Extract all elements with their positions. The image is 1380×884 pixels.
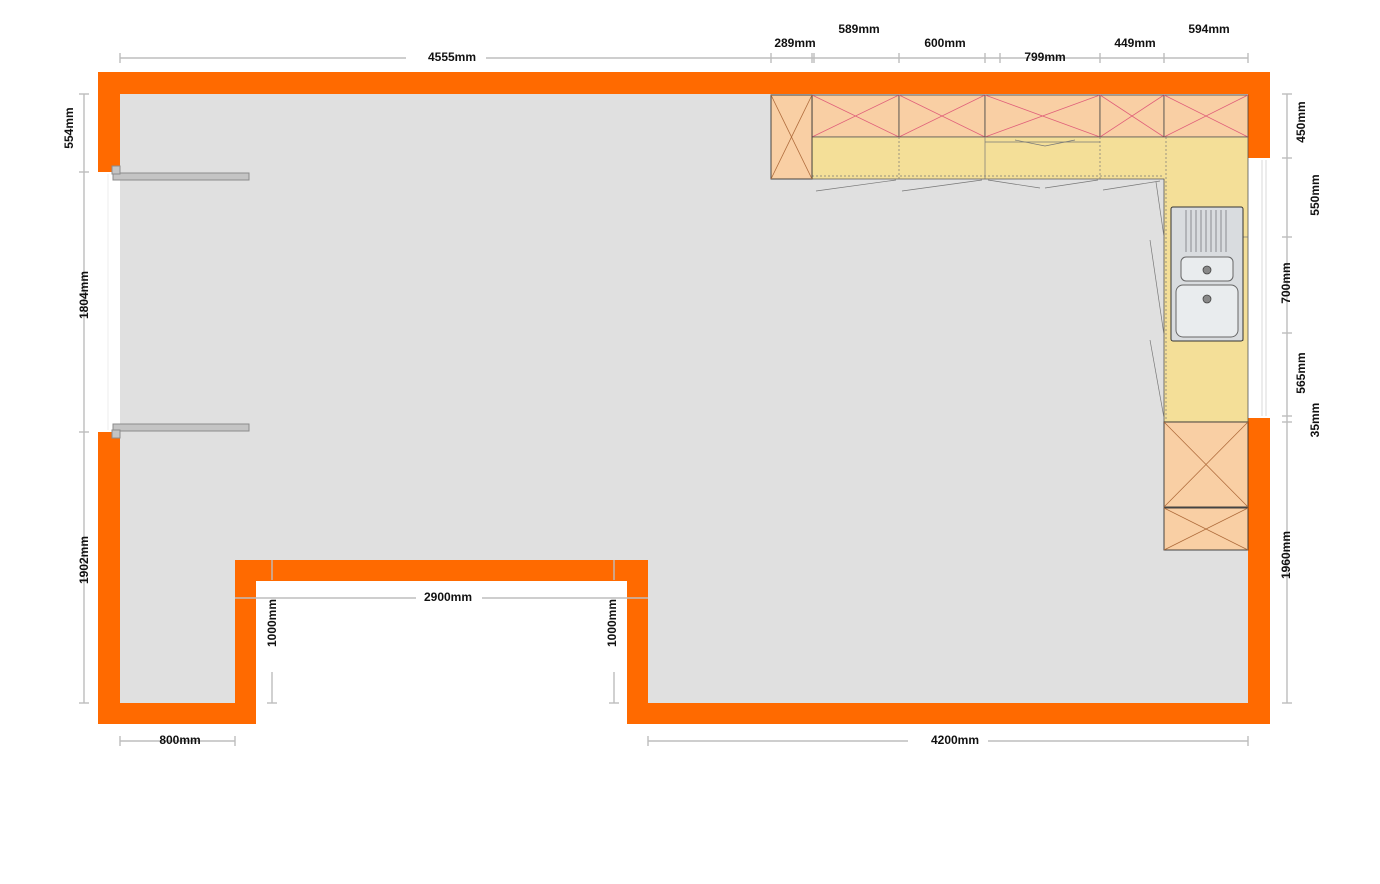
label-left-554: 554mm (62, 107, 76, 148)
dim-bottom-right (647, 736, 1249, 746)
label-left-1804: 1804mm (77, 271, 91, 319)
left-door-opening (98, 172, 120, 432)
double-sink-with-drainer-icon[interactable] (1170, 206, 1244, 342)
door-hinge-bottom (111, 429, 121, 439)
dim-top-overall (119, 53, 812, 63)
room-floor (120, 94, 1248, 703)
label-top-449: 449mm (1114, 36, 1155, 50)
label-notch-width: 2900mm (424, 590, 472, 604)
label-notch-right-depth: 1000mm (605, 599, 619, 647)
dim-right (1282, 93, 1292, 704)
wall-cabinets-top (811, 94, 1249, 138)
label-right-700: 700mm (1279, 262, 1293, 303)
dim-top-chain (770, 53, 1249, 63)
label-top-600: 600mm (924, 36, 965, 50)
label-right-450: 450mm (1294, 101, 1308, 142)
label-top-589: 589mm (838, 22, 879, 36)
label-top-289: 289mm (774, 36, 815, 50)
dim-notch (235, 560, 648, 704)
label-right-35: 35mm (1308, 403, 1322, 438)
label-notch-left-depth: 1000mm (265, 599, 279, 647)
label-bottom-4200: 4200mm (931, 733, 979, 747)
door-leaf-top[interactable] (112, 172, 250, 181)
right-window-opening (1248, 158, 1270, 418)
label-bottom-800: 800mm (159, 733, 200, 747)
label-left-1902: 1902mm (77, 536, 91, 584)
label-top-overall: 4555mm (428, 50, 476, 64)
dim-bottom-left (119, 736, 236, 746)
label-right-565: 565mm (1294, 352, 1308, 393)
label-top-799: 799mm (1024, 50, 1065, 64)
door-leaf-bottom[interactable] (112, 423, 250, 432)
label-right-550: 550mm (1308, 174, 1322, 215)
dim-left (79, 93, 89, 704)
label-top-594: 594mm (1188, 22, 1229, 36)
label-right-1960: 1960mm (1279, 531, 1293, 579)
door-hinge-top (111, 165, 121, 175)
